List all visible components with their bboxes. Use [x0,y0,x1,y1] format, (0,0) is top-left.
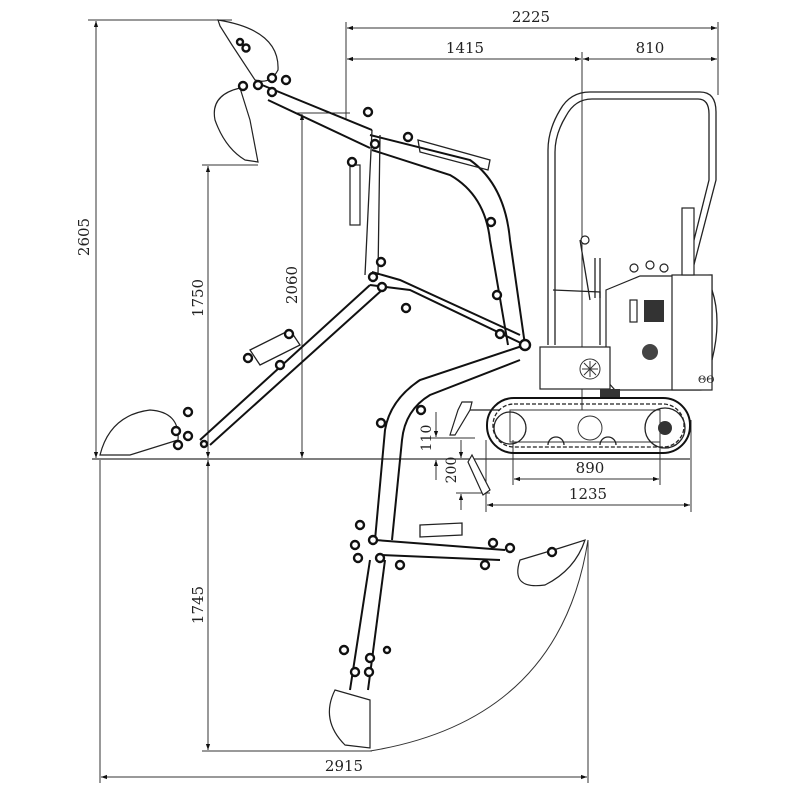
dim-blade-lift: 110 [419,412,475,480]
boom-lowered [349,344,526,691]
bucket-left [99,409,179,456]
boom-raised [261,84,526,346]
dim-max-digging-depth: 1745 [189,460,372,752]
label-1745: 1745 [189,586,207,624]
boom-mid [199,271,526,446]
dim-max-dumping-height: 1750 [189,164,258,458]
crawler-track [486,397,691,454]
dim-max-digging-height: 2605 [75,19,232,458]
dim-track-length: 1235 [485,420,692,512]
dim-boom-pivot-height: 2060 [283,112,350,458]
dozer-blade [449,401,500,496]
label-2605: 2605 [75,218,93,256]
label-1750: 1750 [189,279,207,317]
rops-frame [547,91,717,345]
svg-text:ΘΘ: ΘΘ [698,375,714,386]
bucket-bottom [328,689,371,749]
label-2915: 2915 [325,757,363,775]
label-2225: 2225 [512,8,550,26]
reach-arc [369,539,589,752]
dim-overall-length: 2225 [345,8,719,120]
label-890: 890 [576,459,605,477]
bucket-right [517,539,586,587]
label-110: 110 [419,425,435,452]
label-810: 810 [636,39,665,57]
pivot-pins [170,37,558,678]
excavator-body: ΘΘ [539,91,718,397]
dim-tail-length: 810 [583,39,717,62]
label-1235: 1235 [569,485,607,503]
label-200: 200 [444,457,460,484]
dim-blade-drop: 200 [444,440,490,510]
label-2060: 2060 [283,266,301,304]
dim-max-digging-reach: 2915 [99,460,589,783]
label-1415: 1415 [446,39,484,57]
